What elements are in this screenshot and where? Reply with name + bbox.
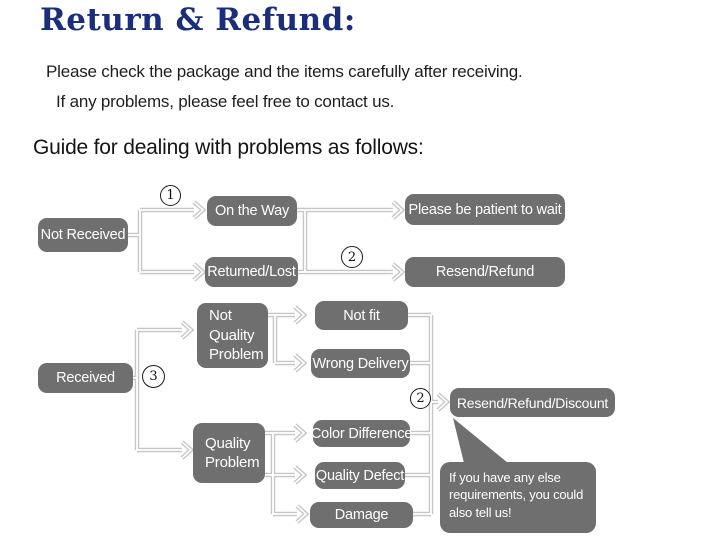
node-resend-refund: Resend/Refund — [405, 257, 565, 287]
node-please-be-patient: Please be patient to wait — [405, 194, 565, 225]
node-color-difference: Color Difference — [311, 420, 412, 447]
note-bubble-tail — [453, 418, 508, 463]
circled-number-1-marker: 1 — [160, 185, 181, 206]
circled-number-3-marker: 3 — [142, 365, 165, 388]
circled-number-2-marker-bottom: 2 — [410, 388, 431, 409]
circled-number-2-marker-top: 2 — [341, 246, 363, 268]
node-returned-lost: Returned/Lost — [205, 257, 298, 287]
node-not-received: Not Received — [38, 218, 128, 252]
arrow-chevron-icons — [180, 200, 451, 524]
node-resend-refund-discount: Resend/Refund/Discount — [450, 388, 615, 417]
intro-line-2: If any problems, please feel free to con… — [56, 92, 395, 111]
node-quality-problem: Quality Problem — [193, 423, 265, 483]
node-wrong-delivery: Wrong Delivery — [311, 349, 410, 378]
node-damage: Damage — [310, 502, 413, 528]
node-not-quality-problem: Not Quality Problem — [197, 303, 268, 368]
node-on-the-way: On the Way — [207, 196, 297, 226]
connector-lines — [128, 207, 438, 517]
note-bubble: If you have any else requirements, you c… — [440, 462, 596, 533]
intro-line-1: Please check the package and the items c… — [46, 62, 523, 81]
node-not-fit: Not fit — [315, 301, 408, 330]
node-received: Received — [38, 363, 133, 393]
guide-heading: Guide for dealing with problems as follo… — [33, 136, 424, 159]
node-quality-defect: Quality Defect — [315, 462, 405, 489]
page-title: Return & Refund: — [40, 2, 356, 38]
